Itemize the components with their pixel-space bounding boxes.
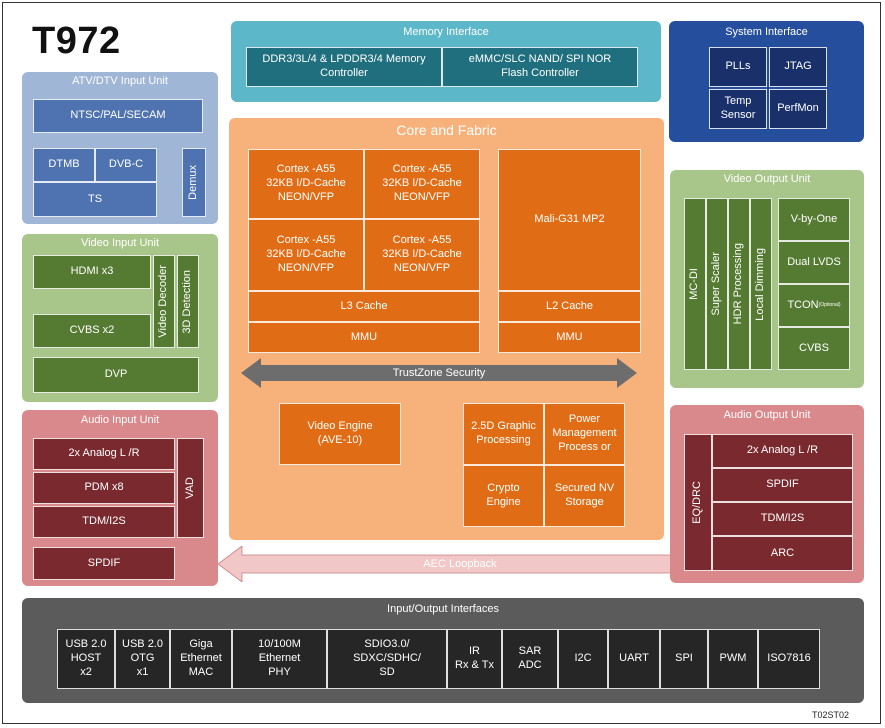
io-ethernet-phy: 10/100M Ethernet PHY <box>232 629 327 689</box>
video-output-title: Video Output Unit <box>723 173 811 185</box>
demux-label: Demux <box>187 165 200 200</box>
flash-controller-block: eMMC/SLC NAND/ SPI NOR Flash Controller <box>442 47 638 87</box>
trustzone-label: TrustZone Security <box>392 367 486 379</box>
audio-output-unit: Audio Output Unit EQ/DRC 2x Analog L /R … <box>670 405 864 583</box>
tdm-input-block: TDM/I2S <box>33 506 175 538</box>
perfmon-block: PerfMon <box>769 89 827 129</box>
3d-detection-label: 3D Detection <box>181 269 194 334</box>
super-scaler-block: Super Scaler <box>706 198 728 370</box>
l3-cache-block: L3 Cache <box>248 291 480 322</box>
tdm-output-block: TDM/I2S <box>712 502 853 536</box>
footer-code: T02ST02 <box>812 710 850 720</box>
cortex-a55-core-1: Cortex -A55 32KB I/D-Cache NEON/VFP <box>248 149 364 219</box>
tcon-label: TCON <box>787 298 819 311</box>
core-and-fabric-unit: Core and Fabric Cortex -A55 32KB I/D-Cac… <box>229 118 664 540</box>
audio-input-title: Audio Input Unit <box>80 414 160 426</box>
io-interfaces-title: Input/Output Interfaces <box>387 603 499 615</box>
video-decoder-block: Video Decoder <box>153 255 175 348</box>
tcon-block: TCON(Optional) <box>778 284 850 327</box>
super-scaler-label: Super Scaler <box>710 252 723 316</box>
video-input-unit: Video Input Unit HDMI x3 CVBS x2 Video D… <box>22 234 218 402</box>
analog-input-block: 2x Analog L /R <box>33 438 175 470</box>
local-dimming-label: Local Dimming <box>754 247 767 321</box>
dvbc-block: DVB-C <box>95 148 157 182</box>
hdr-processing-label: HDR Processing <box>732 243 745 325</box>
io-sdio: SDIO3.0/ SDXC/SDHC/ SD <box>327 629 447 689</box>
secured-nv-storage-block: Secured NV Storage <box>544 465 625 527</box>
video-engine-block: Video Engine (AVE-10) <box>279 403 401 465</box>
io-iso7816: ISO7816 <box>758 629 820 689</box>
aec-loopback-arrow <box>218 546 674 582</box>
trustzone-arrow <box>241 358 637 388</box>
ddr-controller-block: DDR3/3L/4 & LPDDR3/4 Memory Controller <box>246 47 442 87</box>
plls-block: PLLs <box>709 47 767 87</box>
hdr-processing-block: HDR Processing <box>728 198 750 370</box>
cortex-a55-core-2: Cortex -A55 32KB I/D-Cache NEON/VFP <box>364 149 480 219</box>
io-pwm: PWM <box>708 629 758 689</box>
graphic-processing-block: 2.5D Graphic Processing <box>463 403 544 465</box>
io-uart: UART <box>608 629 660 689</box>
mc-di-block: MC-DI <box>684 198 706 370</box>
dual-lvds-block: Dual LVDS <box>778 241 850 284</box>
atv-dtv-input-unit: ATV/DTV Input Unit NTSC/PAL/SECAM DTMB D… <box>22 72 218 224</box>
ts-block: TS <box>33 182 157 217</box>
cpu-mmu-block: MMU <box>248 322 480 353</box>
analog-output-block: 2x Analog L /R <box>712 434 853 468</box>
spdif-output-block: SPDIF <box>712 468 853 502</box>
vad-block: VAD <box>177 438 204 538</box>
cvbs-output-block: CVBS <box>778 327 850 370</box>
power-management-block: Power Management Process or <box>544 403 625 465</box>
chip-title: T972 <box>32 20 121 62</box>
jtag-block: JTAG <box>769 47 827 87</box>
memory-interface-title: Memory Interface <box>403 26 489 38</box>
mc-di-label: MC-DI <box>688 268 701 300</box>
vbyone-block: V-by-One <box>778 198 850 241</box>
aec-loopback-label: AEC Loopback <box>423 558 497 570</box>
eq-drc-block: EQ/DRC <box>684 434 712 571</box>
dvp-block: DVP <box>33 357 199 393</box>
tcon-optional-label: (Optional) <box>818 302 841 309</box>
video-decoder-label: Video Decoder <box>157 265 170 338</box>
io-giga-ethernet: Giga Ethernet MAC <box>170 629 232 689</box>
local-dimming-block: Local Dimming <box>750 198 772 370</box>
dtmb-block: DTMB <box>33 148 95 182</box>
system-interface-title: System Interface <box>725 26 808 38</box>
io-sar-adc: SAR ADC <box>502 629 558 689</box>
mali-gpu-block: Mali-G31 MP2 <box>498 149 641 291</box>
arc-block: ARC <box>712 536 853 571</box>
cortex-a55-core-4: Cortex -A55 32KB I/D-Cache NEON/VFP <box>364 219 480 291</box>
ntsc-pal-secam-block: NTSC/PAL/SECAM <box>33 99 203 133</box>
io-spi: SPI <box>660 629 708 689</box>
cortex-a55-core-3: Cortex -A55 32KB I/D-Cache NEON/VFP <box>248 219 364 291</box>
io-usb-otg: USB 2.0 OTG x1 <box>115 629 170 689</box>
video-input-title: Video Input Unit <box>80 237 160 249</box>
crypto-engine-block: Crypto Engine <box>463 465 544 527</box>
io-usb-host: USB 2.0 HOST x2 <box>57 629 115 689</box>
io-ir: IR Rx & Tx <box>447 629 502 689</box>
audio-input-unit: Audio Input Unit 2x Analog L /R PDM x8 T… <box>22 410 218 586</box>
l2-cache-block: L2 Cache <box>498 291 641 322</box>
pdm-block: PDM x8 <box>33 472 175 504</box>
spdif-input-block: SPDIF <box>33 547 175 580</box>
vad-label: VAD <box>183 477 196 499</box>
demux-block: Demux <box>182 148 206 217</box>
temp-sensor-block: Temp Sensor <box>709 89 767 129</box>
atv-unit-title: ATV/DTV Input Unit <box>72 75 168 87</box>
gpu-mmu-block: MMU <box>498 322 641 353</box>
system-interface-unit: System Interface PLLs JTAG Temp Sensor P… <box>669 21 864 142</box>
cvbs-input-block: CVBS x2 <box>33 314 151 348</box>
memory-interface-unit: Memory Interface DDR3/3L/4 & LPDDR3/4 Me… <box>231 21 661 102</box>
3d-detection-block: 3D Detection <box>177 255 199 348</box>
hdmi-block: HDMI x3 <box>33 255 151 289</box>
eq-drc-label: EQ/DRC <box>691 481 704 524</box>
io-i2c: I2C <box>558 629 608 689</box>
core-fabric-title: Core and Fabric <box>396 122 497 138</box>
io-interfaces-unit: Input/Output Interfaces USB 2.0 HOST x2 … <box>22 598 864 703</box>
audio-output-title: Audio Output Unit <box>723 409 811 421</box>
video-output-unit: Video Output Unit MC-DI Super Scaler HDR… <box>670 170 864 388</box>
